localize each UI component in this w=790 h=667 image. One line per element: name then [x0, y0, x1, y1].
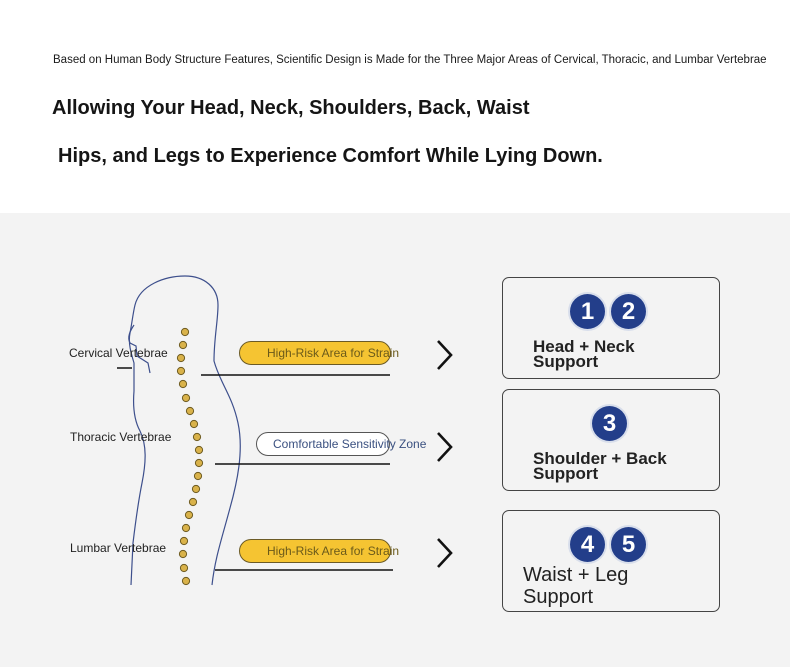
vertebra-dot [188, 497, 198, 507]
number-badge: 1 [570, 294, 605, 329]
vertebra-dot [179, 536, 189, 546]
card-title-line-2: Support [533, 352, 599, 371]
number-badge: 3 [592, 406, 627, 441]
vertebra-dot [191, 484, 201, 494]
vertebra-dot [178, 379, 188, 389]
chevron-right-icon [437, 432, 453, 462]
vertebra-dot [184, 510, 194, 520]
vertebra-dot [180, 327, 190, 337]
vertebra-dot [185, 406, 195, 416]
number-badge: 5 [611, 527, 646, 562]
vertebra-dot [179, 563, 189, 573]
body-outline-back [128, 275, 241, 586]
vertebrae-column [176, 327, 204, 586]
vertebra-dot [176, 353, 186, 363]
card-title-line-1: Shoulder + Back [533, 449, 667, 468]
thoracic-comfort-zone: Comfortable Sensitivity Zone [256, 432, 426, 456]
card-title: Head + Neck Support [533, 337, 635, 371]
card-title: Waist + Leg Support [523, 564, 628, 608]
headline-line-2: Hips, and Legs to Experience Comfort Whi… [58, 145, 603, 167]
vertebra-dot [189, 419, 199, 429]
body-outline-face [128, 324, 151, 374]
card-title: Shoulder + Back Support [533, 449, 667, 483]
chevron-right-icon [437, 340, 453, 370]
card-shoulder-back-support: 3 Shoulder + Back Support [502, 389, 720, 491]
cervical-risk-zone: High-Risk Area for Strain [239, 341, 399, 365]
vertebra-dot [176, 366, 186, 376]
badge-group: 1 2 [570, 294, 646, 329]
lumbar-risk-zone: High-Risk Area for Strain [239, 539, 399, 563]
vertebra-dot [193, 471, 203, 481]
vertebra-dot [178, 549, 188, 559]
card-title-line-2: Support [533, 464, 599, 483]
chevron-right-icon [437, 538, 453, 568]
vertebra-dot [192, 432, 202, 442]
card-title-line-1: Waist + Leg [523, 564, 629, 586]
card-waist-leg-support: 4 5 Waist + Leg Support [502, 510, 720, 612]
number-badge: 4 [570, 527, 605, 562]
card-head-neck-support: 1 2 Head + Neck Support [502, 277, 720, 379]
label-thoracic-vertebrae: Thoracic Vertebrae [70, 430, 172, 444]
card-title-line-1: Head + Neck [533, 337, 635, 356]
headline-line-1: Allowing Your Head, Neck, Shoulders, Bac… [52, 97, 530, 119]
label-cervical-vertebrae: Cervical Vertebrae [69, 346, 168, 360]
vertebra-dot [181, 523, 191, 533]
header-section: Based on Human Body Structure Features, … [0, 0, 790, 212]
label-lumbar-vertebrae: Lumbar Vertebrae [70, 541, 167, 555]
spine-support-panel: Cervical Vertebrae Thoracic Vertebrae Lu… [0, 213, 790, 667]
vertebra-dot [178, 340, 188, 350]
vertebra-dot [181, 393, 191, 403]
vertebra-dot [194, 445, 204, 455]
body-silhouette-figure [117, 275, 393, 586]
vertebra-dot [181, 576, 191, 586]
card-title-line-2: Support [523, 586, 594, 608]
badge-group: 4 5 [570, 527, 646, 562]
vertebra-dot [194, 458, 204, 468]
intro-text: Based on Human Body Structure Features, … [53, 54, 767, 66]
number-badge: 2 [611, 294, 646, 329]
badge-group: 3 [592, 406, 627, 441]
